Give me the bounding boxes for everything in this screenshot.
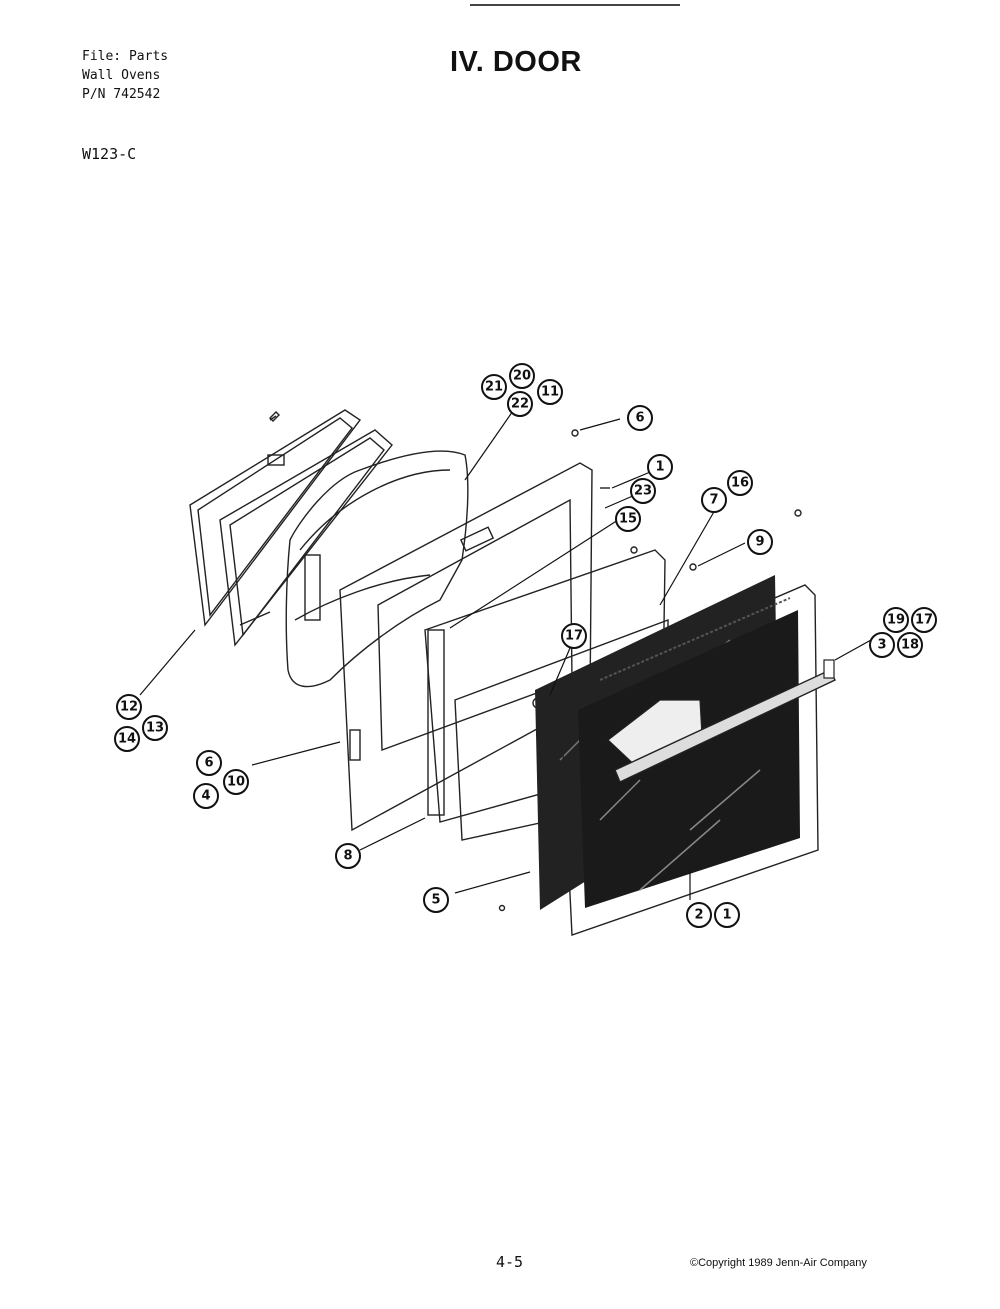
svg-text:1: 1	[722, 908, 731, 923]
copyright-notice: ©Copyright 1989 Jenn-Air Company	[690, 1257, 867, 1269]
svg-text:16: 16	[731, 476, 749, 491]
svg-text:19: 19	[887, 613, 905, 628]
category-line: Wall Ovens	[82, 68, 161, 83]
callout-20: 20	[509, 363, 535, 389]
callout-22: 22	[507, 391, 533, 417]
page-number: 4-5	[496, 1253, 524, 1271]
callout-8: 8	[335, 843, 361, 869]
callout-4: 4	[193, 783, 219, 809]
callout-6-left: 6	[196, 750, 222, 776]
callout-2: 2	[686, 902, 712, 928]
callout-5: 5	[423, 887, 449, 913]
svg-text:20: 20	[513, 369, 531, 384]
svg-text:14: 14	[118, 732, 136, 747]
callout-14: 14	[114, 726, 140, 752]
insulation-blanket	[285, 450, 469, 688]
callout-15: 15	[615, 506, 641, 532]
svg-text:15: 15	[619, 512, 637, 527]
svg-text:9: 9	[755, 535, 764, 550]
file-line: File: Parts	[82, 49, 169, 64]
svg-text:11: 11	[541, 385, 559, 400]
svg-text:13: 13	[146, 721, 164, 736]
callout-12: 12	[116, 694, 142, 720]
callout-10: 10	[223, 769, 249, 795]
svg-text:2: 2	[694, 908, 703, 923]
svg-text:5: 5	[431, 893, 440, 908]
door-handle	[614, 659, 836, 783]
callout-9: 9	[747, 529, 773, 555]
svg-text:8: 8	[343, 849, 352, 864]
svg-text:3: 3	[877, 638, 886, 653]
part-number-line: P/N 742542	[82, 87, 161, 102]
callout-19: 19	[883, 607, 909, 633]
page-title: IV. DOOR	[450, 46, 582, 78]
svg-text:18: 18	[901, 638, 919, 653]
callout-18: 18	[897, 632, 923, 658]
svg-text:1: 1	[655, 460, 664, 475]
callout-1-bottom: 1	[714, 902, 740, 928]
svg-text:17: 17	[565, 629, 583, 644]
outer-door-panel	[559, 584, 819, 936]
callout-3: 3	[869, 632, 895, 658]
door-gasket	[219, 429, 393, 647]
svg-text:21: 21	[485, 380, 503, 395]
model-number: W123-C	[82, 145, 137, 163]
callout-13: 13	[142, 715, 168, 741]
callout-7: 7	[701, 487, 727, 513]
svg-text:12: 12	[120, 700, 138, 715]
svg-text:7: 7	[709, 493, 718, 508]
callout-11: 11	[537, 379, 563, 405]
svg-text:23: 23	[634, 484, 652, 499]
leader-lines	[139, 407, 881, 900]
svg-text:22: 22	[511, 397, 529, 412]
file-info: File: Parts Wall Ovens P/N 742542	[82, 47, 168, 104]
callout-6-top: 6	[627, 405, 653, 431]
svg-text:6: 6	[204, 756, 213, 771]
callout-1-top: 1	[647, 454, 673, 480]
callout-17-center: 17	[561, 623, 587, 649]
svg-text:4: 4	[201, 789, 210, 804]
callout-21: 21	[481, 374, 507, 400]
svg-text:17: 17	[915, 613, 933, 628]
svg-text:6: 6	[635, 411, 644, 426]
screw-icons	[269, 411, 802, 912]
callout-23: 23	[630, 478, 656, 504]
svg-text:10: 10	[227, 775, 245, 790]
callout-16: 16	[727, 470, 753, 496]
callout-17-right: 17	[911, 607, 937, 633]
